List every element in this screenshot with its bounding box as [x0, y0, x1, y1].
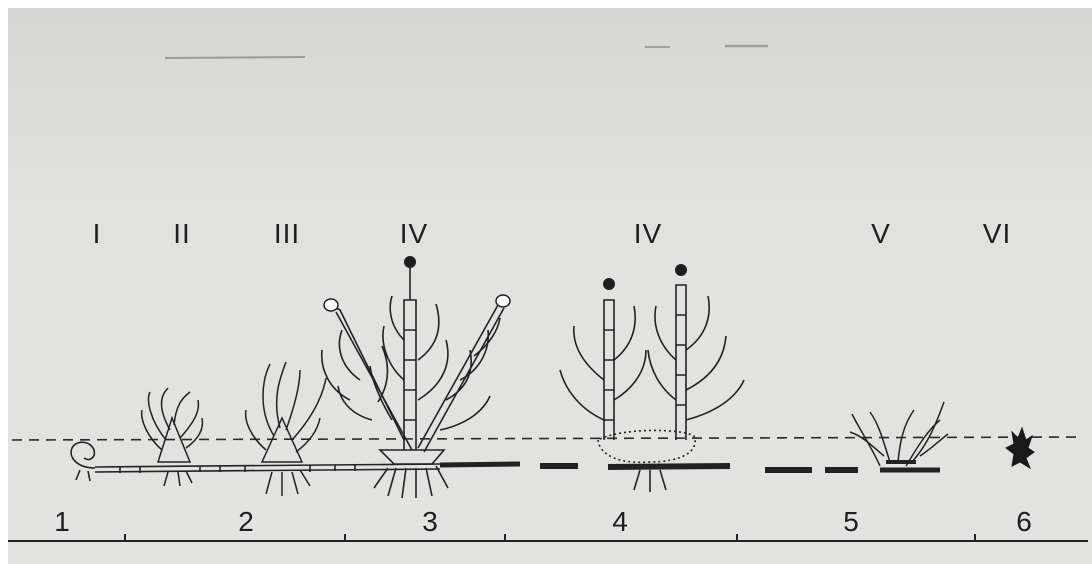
phase-label-6: VI	[983, 218, 1011, 250]
stage-number-3: 3	[422, 506, 438, 538]
stage-number-5: 5	[843, 506, 859, 538]
spore-head-dark	[404, 256, 416, 268]
phase-label-4b: IV	[634, 218, 662, 250]
phase-label-1: I	[93, 218, 102, 250]
phase-label-2: II	[173, 218, 191, 250]
phase-label-4a: IV	[400, 218, 428, 250]
phase-label-3: III	[274, 218, 300, 250]
spore-head-light	[496, 295, 510, 307]
stage-number-4: 4	[612, 506, 628, 538]
stage-number-2: 2	[238, 506, 254, 538]
spore-head-dark	[603, 278, 615, 290]
stage-number-6: 6	[1016, 506, 1032, 538]
spore-head-dark	[675, 264, 687, 276]
smudge-mark	[165, 57, 305, 58]
stage-number-1: 1	[54, 506, 70, 538]
spore-head-light	[324, 299, 338, 311]
phase-label-5: V	[871, 218, 891, 250]
paper-background	[8, 8, 1092, 564]
